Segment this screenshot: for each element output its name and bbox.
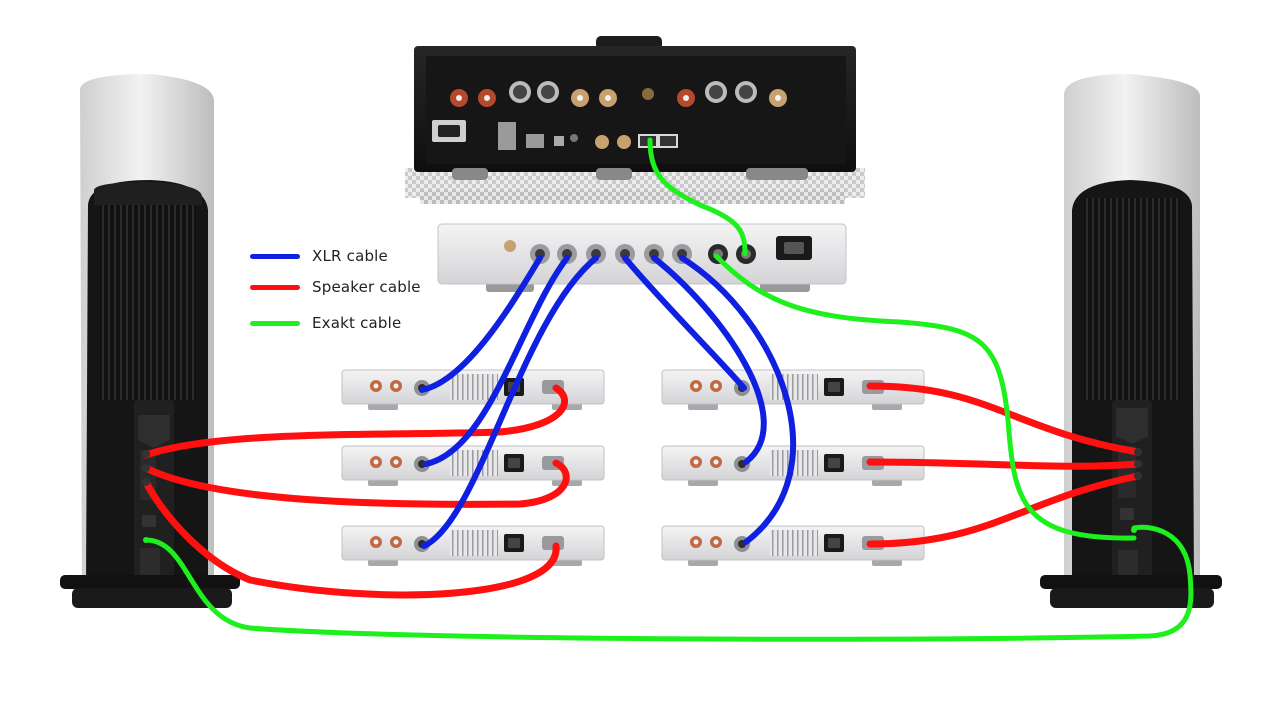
- cables: [142, 137, 1194, 642]
- amplifier-1: [341, 369, 605, 410]
- right-speaker: [1040, 74, 1222, 608]
- left-speaker: [60, 74, 240, 608]
- exakt-cable-streamer-router: [647, 137, 748, 257]
- legend-item-speaker: Speaker cable: [250, 275, 421, 299]
- xlr-cable-1: [419, 255, 543, 393]
- xlr-cable-6: [679, 255, 797, 545]
- xlr-cable-5: [651, 255, 767, 465]
- exakt-cables: [143, 137, 1194, 642]
- legend-label-speaker: Speaker cable: [312, 278, 421, 296]
- power-amplifiers: [341, 369, 925, 566]
- exakt-cable-router-right: [713, 253, 1137, 541]
- xlr-cable-2: [423, 255, 570, 467]
- exakt-cable-left-right: [143, 524, 1194, 642]
- xlr-cables: [419, 255, 797, 549]
- speaker-cable-right-2: [866, 458, 1142, 470]
- speaker-cable-right-3: [866, 472, 1142, 548]
- legend-label-xlr: XLR cable: [312, 247, 388, 265]
- speaker-cable-left-2: [142, 459, 570, 508]
- xlr-swatch: [250, 253, 300, 259]
- legend-item-xlr: XLR cable: [250, 244, 388, 268]
- speaker-connectors: [142, 448, 1142, 543]
- xlr-cable-3: [421, 255, 599, 549]
- legend-item-exakt: Exakt cable: [250, 311, 401, 335]
- amplifier-4: [661, 369, 925, 410]
- speaker-cables: [142, 382, 1142, 599]
- speaker-swatch: [250, 284, 300, 290]
- legend-label-exakt: Exakt cable: [312, 314, 402, 332]
- xlr-cable-4: [622, 255, 747, 391]
- speaker-cable-right-1: [866, 382, 1142, 456]
- amplifier-3: [341, 525, 605, 566]
- speaker-cable-left-1: [142, 384, 569, 459]
- exakt-swatch: [250, 320, 300, 326]
- network-streamer: [405, 36, 865, 204]
- speaker-cable-left-3: [142, 478, 560, 599]
- streamer-connectors: [432, 81, 808, 180]
